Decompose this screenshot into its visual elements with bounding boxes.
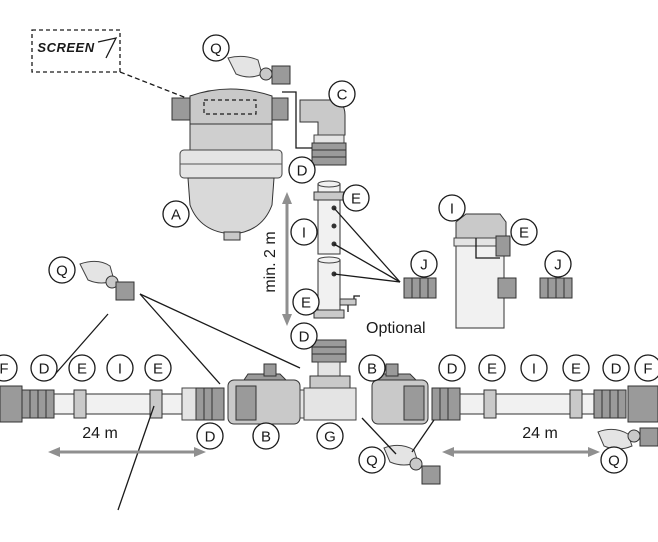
label-e-top-text: E xyxy=(351,191,361,208)
label-e-mid-text: E xyxy=(301,295,311,312)
main-pipeline xyxy=(0,363,658,425)
label-f-right: F xyxy=(634,354,658,382)
label-i-left: I xyxy=(106,354,134,382)
q-hand-left xyxy=(79,260,135,301)
label-j-left: J xyxy=(410,250,438,278)
label-q-top: Q xyxy=(202,34,230,62)
distance-right-label: 24 m xyxy=(522,425,558,442)
j-leader-lines xyxy=(333,207,401,283)
label-e-right1: E xyxy=(478,354,506,382)
label-d-right2-text: D xyxy=(611,361,622,378)
label-e-right2-text: E xyxy=(571,361,581,378)
label-f-left-text: F xyxy=(0,361,9,378)
screen-logo-callout: SCREEN xyxy=(31,29,213,109)
label-i-right-text: I xyxy=(532,361,536,378)
label-i-stack-text: I xyxy=(302,225,306,242)
q-hand-top xyxy=(227,55,291,85)
label-q-top-text: Q xyxy=(210,41,222,58)
label-d-right1: D xyxy=(438,354,466,382)
label-d-mid: D xyxy=(290,322,318,350)
label-q-right-text: Q xyxy=(608,453,620,470)
label-i-opt: I xyxy=(438,194,466,222)
label-g: G xyxy=(316,422,344,450)
optional-label: Optional xyxy=(366,320,426,337)
label-e-left1-text: E xyxy=(77,361,87,378)
label-e-mid: E xyxy=(292,288,320,316)
label-d-lower-left-text: D xyxy=(205,429,216,446)
min-height-label: min. 2 m xyxy=(262,231,279,292)
label-d-right2: D xyxy=(602,354,630,382)
label-e-left2-text: E xyxy=(153,361,163,378)
label-j-right: J xyxy=(544,250,572,278)
label-f-right-text: F xyxy=(643,361,652,378)
label-q-left-text: Q xyxy=(56,263,68,280)
label-q-bottom-text: Q xyxy=(366,453,378,470)
label-i-left-text: I xyxy=(118,361,122,378)
label-d-top-text: D xyxy=(297,163,308,180)
label-d-left: D xyxy=(30,354,58,382)
label-c: C xyxy=(328,80,356,108)
distance-left: 24 m xyxy=(48,425,206,457)
label-b-right-text: B xyxy=(367,361,377,378)
label-d-lower-left: D xyxy=(196,422,224,450)
height-dimension: min. 2 m xyxy=(262,192,292,326)
label-e-right1-text: E xyxy=(487,361,497,378)
label-d-left-text: D xyxy=(39,361,50,378)
screen-logo: SCREEN xyxy=(37,40,94,55)
distance-right: 24 m xyxy=(442,425,600,457)
label-d-right1-text: D xyxy=(447,361,458,378)
q-hand-right xyxy=(597,427,658,450)
label-b-left-text: B xyxy=(261,429,271,446)
label-q-left: Q xyxy=(48,256,76,284)
label-b-right: B xyxy=(358,354,386,382)
label-a-text: A xyxy=(171,207,181,224)
label-j-right-text: J xyxy=(554,257,562,274)
label-e-left2: E xyxy=(144,354,172,382)
j-fittings xyxy=(403,277,573,299)
label-f-left: F xyxy=(0,354,18,382)
label-e-opt: E xyxy=(510,218,538,246)
label-q-bottom: Q xyxy=(358,446,386,474)
label-d-top: D xyxy=(288,156,316,184)
callout-badges: A Q C D E I E D I E J J Q F D E I E D B … xyxy=(0,34,658,474)
label-e-top: E xyxy=(342,184,370,212)
label-c-text: C xyxy=(337,87,348,104)
label-i-stack: I xyxy=(290,218,318,246)
label-e-left1: E xyxy=(68,354,96,382)
q-leader-lines xyxy=(49,293,435,511)
vertical-pipe-assembly xyxy=(299,99,360,377)
distance-left-label: 24 m xyxy=(82,425,118,442)
optional-pipe-section xyxy=(453,213,517,329)
label-e-right2: E xyxy=(562,354,590,382)
label-g-text: G xyxy=(324,429,336,446)
label-q-right: Q xyxy=(600,446,628,474)
label-j-left-text: J xyxy=(420,257,428,274)
label-a: A xyxy=(162,200,190,228)
label-i-right: I xyxy=(520,354,548,382)
filter-housing xyxy=(171,88,289,241)
label-i-opt-text: I xyxy=(450,201,454,218)
label-d-mid-text: D xyxy=(299,329,310,346)
label-e-opt-text: E xyxy=(519,225,529,242)
label-b-left: B xyxy=(252,422,280,450)
